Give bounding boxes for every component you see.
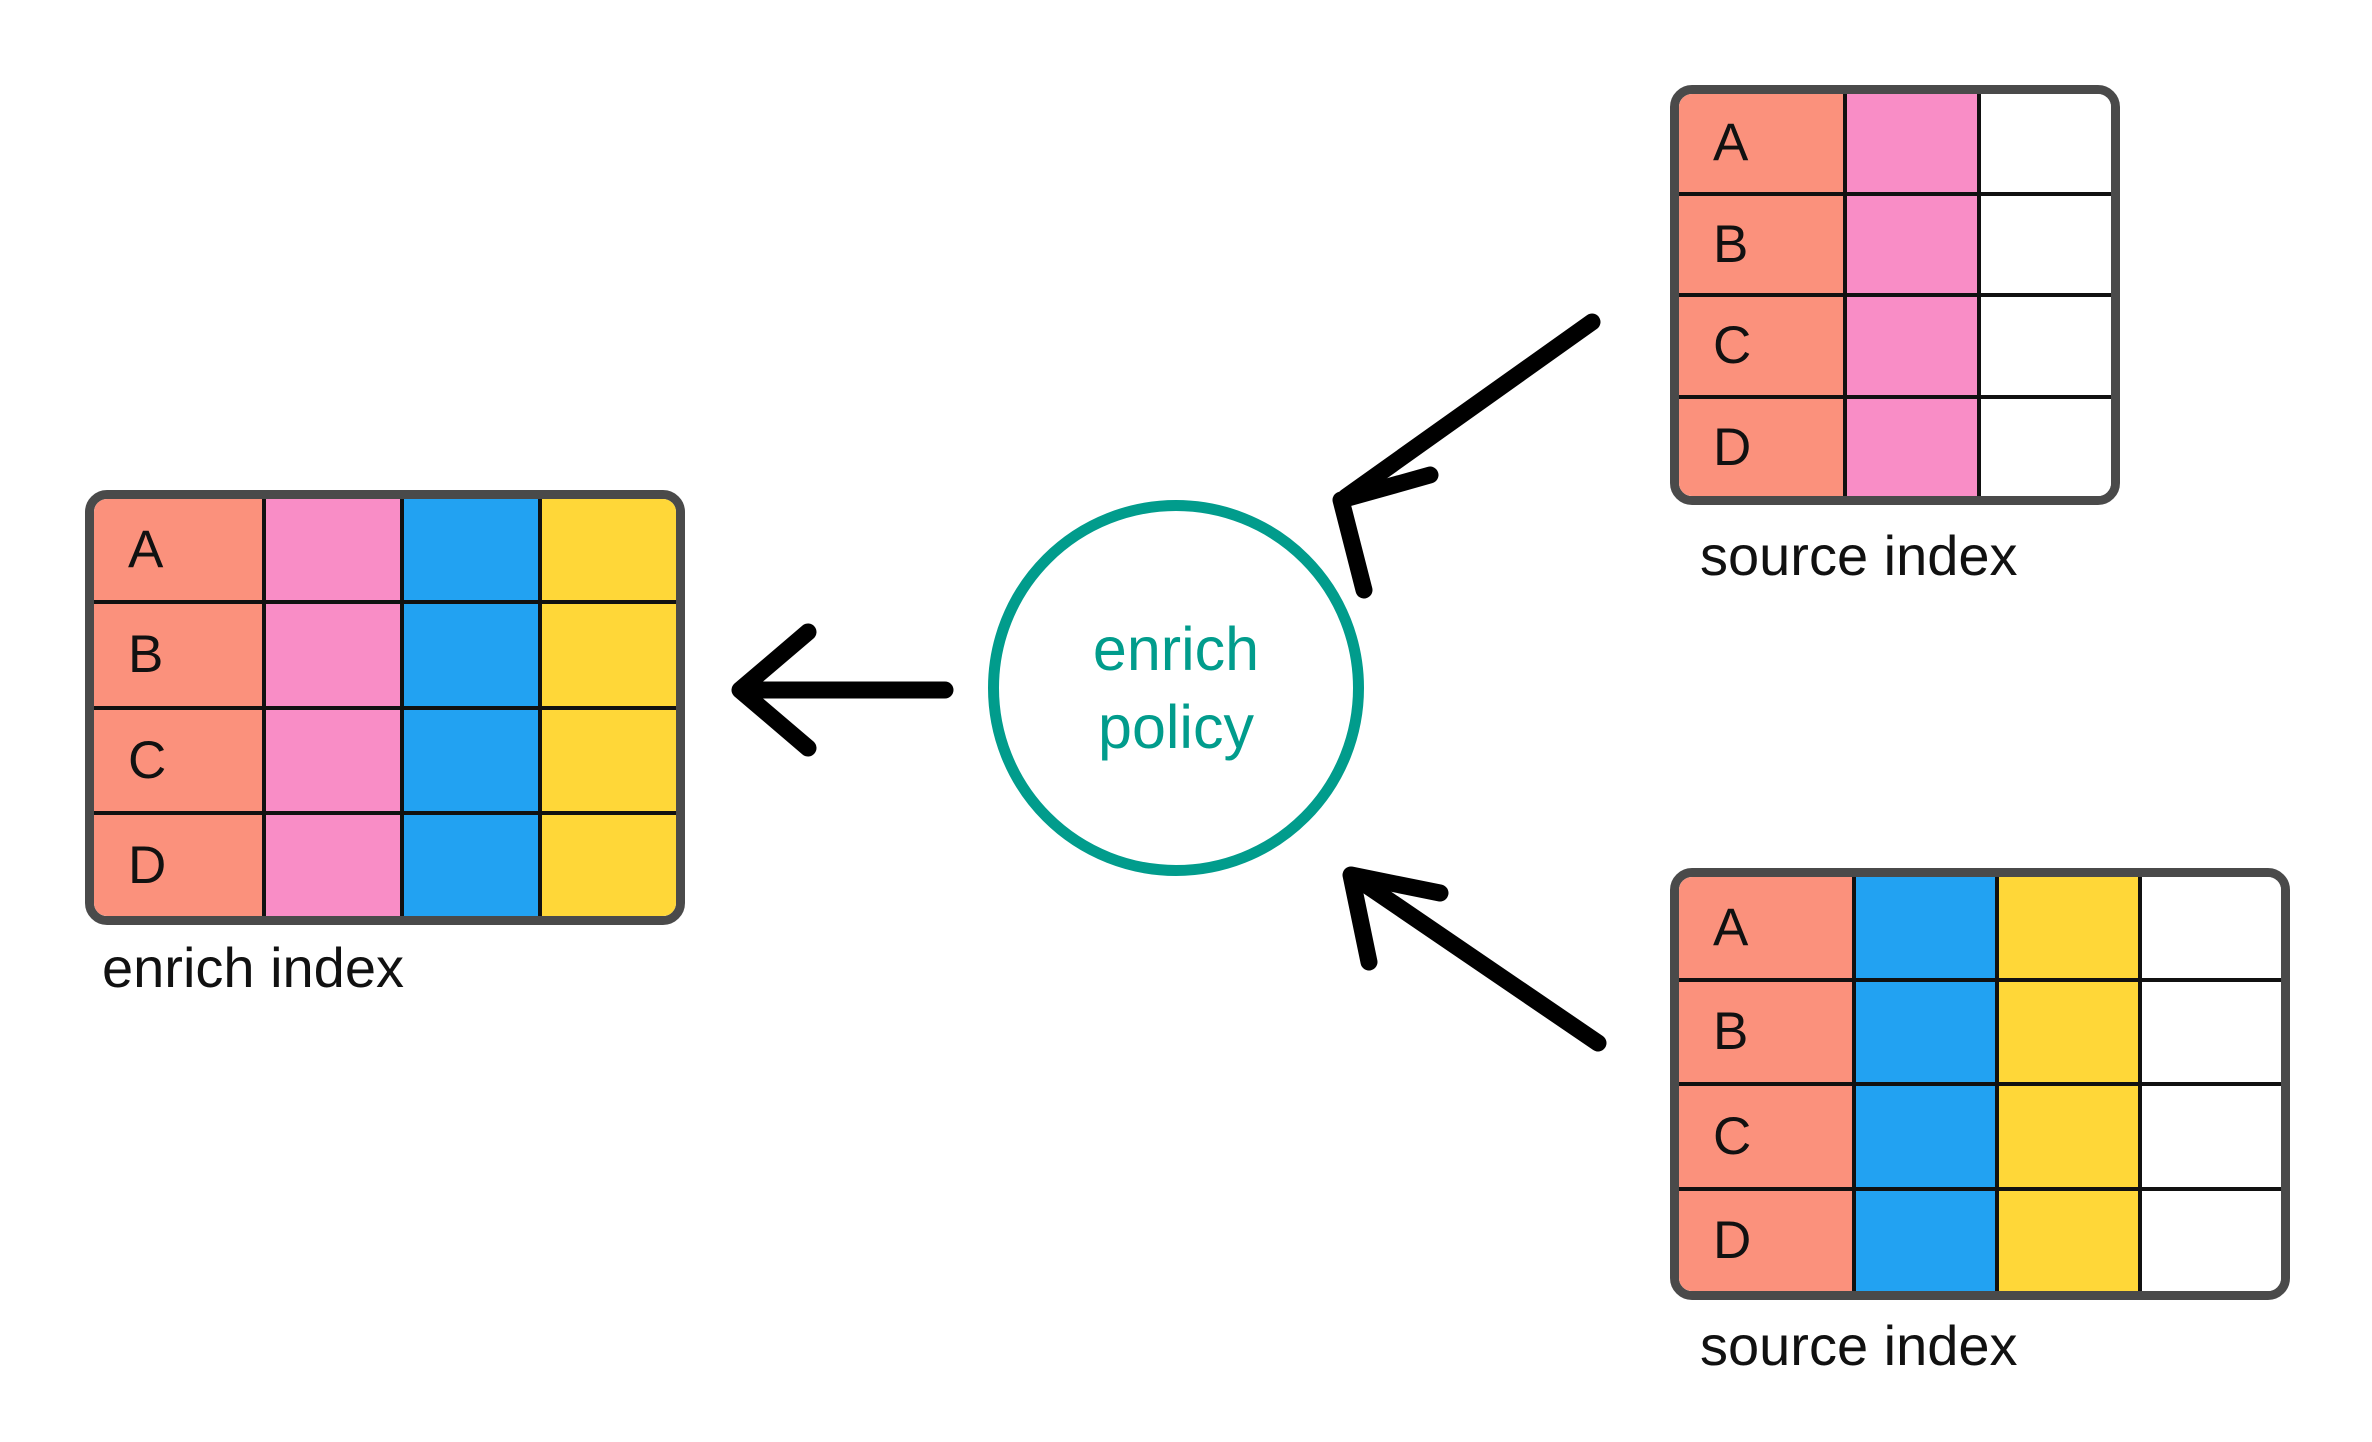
table-cell-key: D: [1679, 1190, 1856, 1291]
enrich-policy-line-1: enrich: [1092, 614, 1260, 683]
table-row: A: [1679, 94, 2111, 196]
table-cell-yellow-field: [542, 709, 676, 811]
table-cell-key: B: [1679, 195, 1847, 293]
table-cell-empty-field: [2142, 877, 2281, 978]
table-cell-blue-field: [404, 499, 542, 601]
table-row: B: [1679, 195, 2111, 297]
table-row: D: [1679, 398, 2111, 496]
row-key-label: D: [128, 835, 167, 895]
table-cell-pink-field: [1847, 297, 1981, 395]
table-row: C: [94, 709, 676, 815]
enrich-policy-node: enrich policy: [988, 500, 1364, 876]
table-cell-pink-field: [1847, 94, 1981, 192]
table-cell-key: C: [1679, 297, 1847, 395]
table-cell-pink-field: [1847, 195, 1981, 293]
table-row: D: [1679, 1190, 2281, 1291]
arrow-source-top-to-policy: [1332, 313, 1601, 599]
row-key-label: D: [1713, 417, 1752, 477]
table-cell-yellow-field: [1999, 1086, 2142, 1187]
row-key-label: B: [128, 625, 164, 685]
table-row: A: [94, 499, 676, 605]
table-cell-blue-field: [1856, 1086, 1999, 1187]
table-cell-key: A: [1679, 877, 1856, 978]
table-row: C: [1679, 1086, 2281, 1191]
table-row: B: [94, 604, 676, 710]
table-cell-yellow-field: [1999, 1190, 2142, 1291]
table-cell-empty-field: [2142, 1086, 2281, 1187]
table-row: A: [1679, 877, 2281, 982]
arrow-source-bottom-to-policy: [1342, 866, 1607, 1052]
table-cell-key: B: [94, 604, 266, 706]
table-row: D: [94, 814, 676, 916]
table-row: B: [1679, 981, 2281, 1086]
row-key-label: C: [1713, 316, 1752, 376]
row-key-label: C: [128, 730, 167, 790]
table-row: C: [1679, 297, 2111, 399]
table-cell-pink-field: [266, 814, 404, 916]
enrich-index-caption: enrich index: [102, 936, 404, 999]
table-cell-yellow-field: [542, 499, 676, 601]
source-index-caption-top: source index: [1700, 524, 2018, 587]
table-cell-empty-field: [1981, 297, 2111, 395]
table-cell-pink-field: [266, 604, 404, 706]
source-index-caption-bottom: source index: [1700, 1314, 2018, 1377]
table-cell-yellow-field: [542, 814, 676, 916]
table-cell-empty-field: [1981, 94, 2111, 192]
row-key-label: B: [1713, 1002, 1749, 1062]
row-key-label: C: [1713, 1106, 1752, 1166]
table-cell-key: D: [94, 814, 266, 916]
table-cell-key: D: [1679, 398, 1847, 496]
table-cell-blue-field: [1856, 877, 1999, 978]
row-key-label: A: [1713, 113, 1749, 173]
table-cell-blue-field: [404, 814, 542, 916]
table-cell-blue-field: [1856, 981, 1999, 1082]
table-cell-yellow-field: [542, 604, 676, 706]
table-cell-yellow-field: [1999, 981, 2142, 1082]
row-key-label: B: [1713, 214, 1749, 274]
table-cell-empty-field: [2142, 981, 2281, 1082]
row-key-label: A: [1713, 897, 1749, 957]
enrich-policy-line-2: policy: [1098, 693, 1254, 761]
table-cell-key: B: [1679, 981, 1856, 1082]
table-cell-blue-field: [404, 709, 542, 811]
table-cell-pink-field: [1847, 398, 1981, 496]
row-key-label: A: [128, 520, 164, 580]
table-cell-key: C: [1679, 1086, 1856, 1187]
table-cell-blue-field: [1856, 1190, 1999, 1291]
table-cell-yellow-field: [1999, 877, 2142, 978]
table-cell-pink-field: [266, 709, 404, 811]
row-key-label: D: [1713, 1211, 1752, 1271]
table-cell-empty-field: [1981, 398, 2111, 496]
table-cell-empty-field: [2142, 1190, 2281, 1291]
table-cell-pink-field: [266, 499, 404, 601]
table-cell-key: A: [1679, 94, 1847, 192]
table-cell-key: A: [94, 499, 266, 601]
table-cell-empty-field: [1981, 195, 2111, 293]
table-cell-blue-field: [404, 604, 542, 706]
arrow-policy-to-enrich-index: [731, 623, 954, 757]
table-cell-key: C: [94, 709, 266, 811]
